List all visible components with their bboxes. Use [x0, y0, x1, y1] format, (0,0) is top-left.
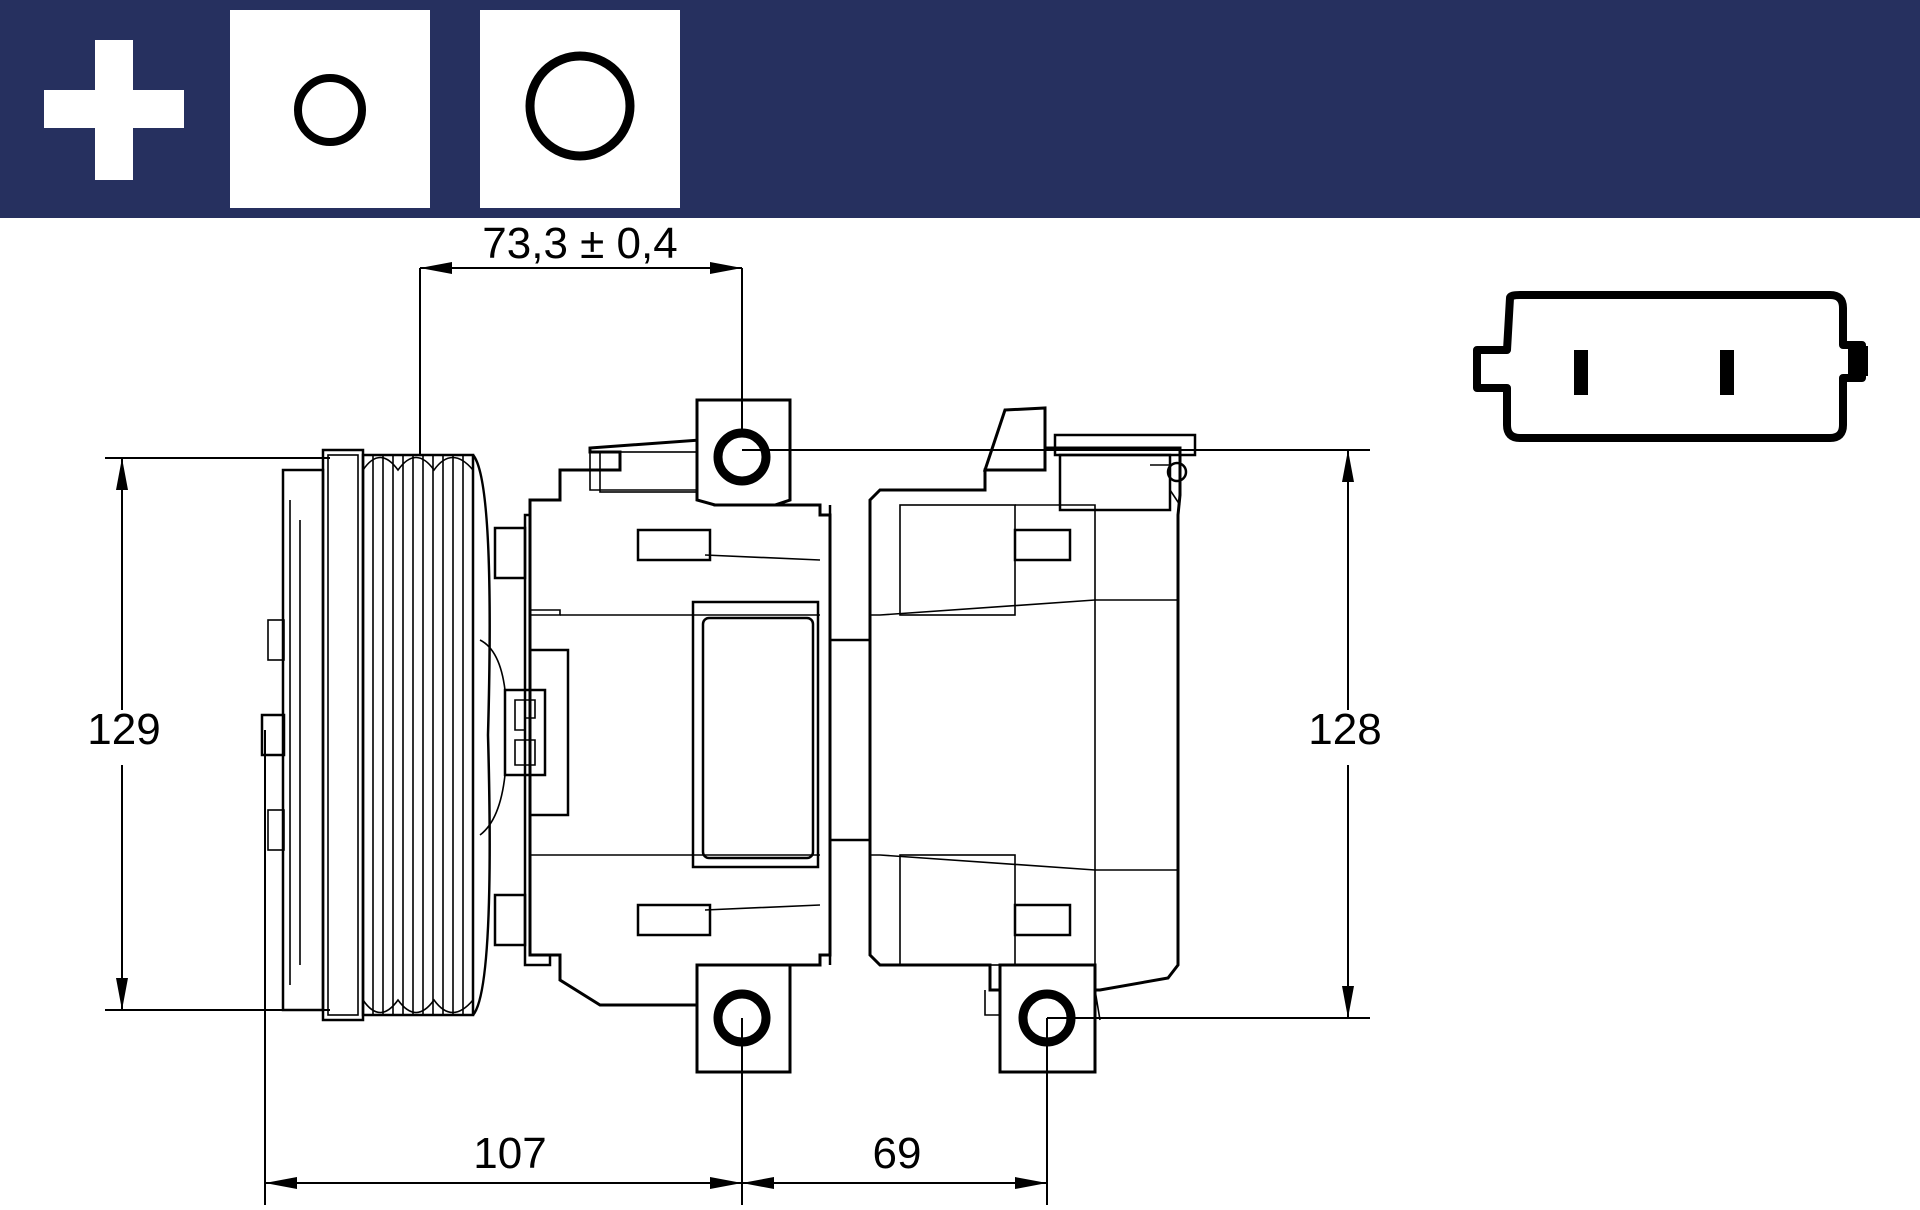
small-circle-icon — [230, 10, 430, 208]
dim-top-label: 73,3 ± 0,4 — [482, 219, 677, 268]
dim-left-height-label: 129 — [87, 705, 160, 754]
dim-bottom-right-label: 69 — [873, 1129, 922, 1178]
electrical-connector-icon — [1473, 291, 1868, 442]
mount-ear-bottom-left — [695, 963, 792, 1074]
dimension-arrows — [116, 262, 1354, 1189]
compressor-body — [260, 398, 1197, 1074]
dim-right-height-label: 128 — [1308, 705, 1381, 754]
header-band — [0, 0, 1920, 218]
plus-icon — [44, 40, 184, 180]
clutch-connector — [479, 639, 570, 836]
dim-bottom-left-label: 107 — [473, 1129, 546, 1178]
mount-ear-top-left — [589, 398, 792, 507]
large-circle-icon — [480, 10, 680, 208]
dimension-lines — [105, 267, 1370, 1205]
pulley — [361, 453, 491, 1017]
service-port — [982, 406, 1197, 512]
